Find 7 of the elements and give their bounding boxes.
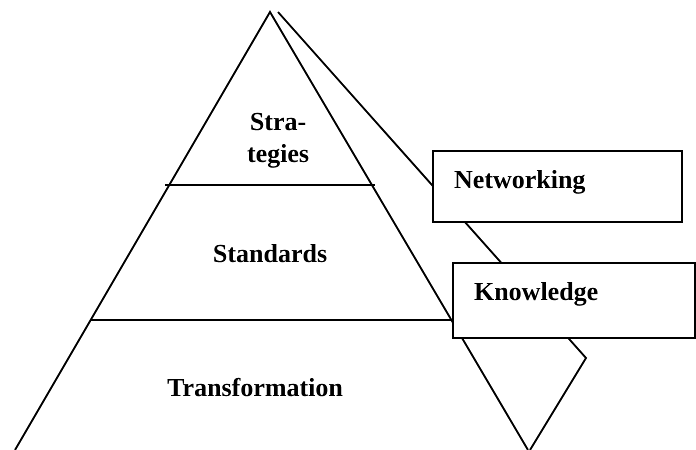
layer-label: Stra- tegies [246,106,310,169]
layer-label: Knowledge [474,276,598,308]
layer-label: Transformation [167,372,343,404]
label-box [452,262,696,339]
label-box [432,150,683,223]
layer-label: Standards [212,238,328,270]
layer-label: Networking [454,164,586,196]
